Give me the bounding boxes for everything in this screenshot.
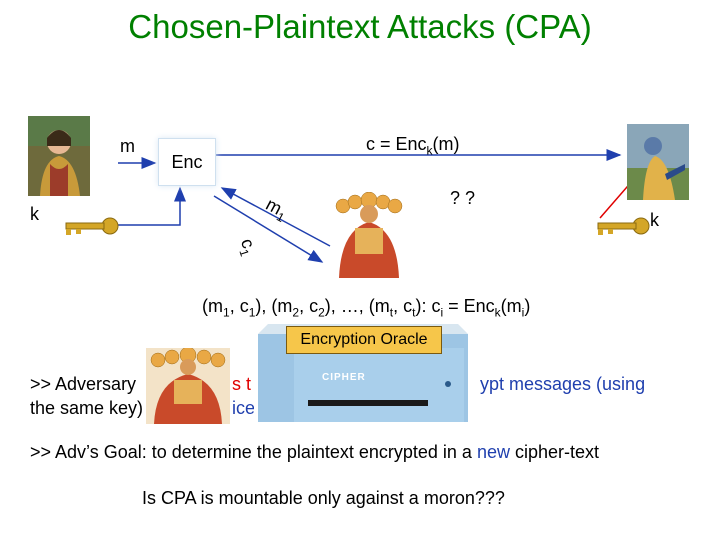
- attacker-image: [333, 192, 405, 278]
- unknown-label: ? ?: [450, 188, 476, 208]
- adversary-line-2a: the same key): [30, 398, 144, 418]
- goal-text-a: >> Adv’s Goal: to determine the plaintex…: [30, 442, 477, 462]
- right-key-label: k: [650, 210, 659, 230]
- adversary-line-1b: s t: [232, 374, 252, 394]
- right-key-icon: [597, 217, 650, 235]
- adversary-line-1c-text: ypt messages (using: [480, 374, 646, 394]
- encryption-oracle-label: Encryption Oracle: [286, 326, 442, 354]
- query-pairs: (m1, c1), (m2, c2), …, (mt, ct): ci = En…: [202, 296, 531, 320]
- key-arrow: [118, 186, 186, 226]
- goal-line: >> Adv’s Goal: to determine the plaintex…: [30, 442, 599, 463]
- ciphertext-sub: k: [426, 143, 433, 158]
- plaintext-label: m: [120, 136, 135, 156]
- adversary-line-2b: ice: [232, 398, 256, 418]
- goal-text-b: cipher-text: [509, 442, 600, 462]
- attacker-small-image: [146, 348, 230, 424]
- ciphertext-prefix: c = Enc: [366, 134, 427, 154]
- left-key-icon: [65, 217, 119, 235]
- query-arrow: [220, 187, 331, 247]
- left-key-label: k: [30, 204, 39, 224]
- ciphertext-label: c = Enck(m): [366, 134, 460, 158]
- enc-box: Enc: [158, 138, 216, 186]
- adversary-line-1a: >> Adversary: [30, 374, 137, 394]
- adversary-line-1c: ypt messages (using: [480, 374, 645, 395]
- goal-new: new: [476, 442, 510, 462]
- alice-image: [28, 116, 90, 196]
- response-arrow: [213, 195, 324, 263]
- closing-question: Is CPA is mountable only against a moron…: [142, 488, 505, 508]
- slide-title: Chosen-Plaintext Attacks (CPA): [128, 8, 592, 45]
- bob-image: [627, 124, 689, 200]
- ciphertext-suffix: (m): [432, 134, 460, 154]
- enc-label: Enc: [171, 152, 203, 172]
- device-brand: CIPHER: [322, 372, 366, 383]
